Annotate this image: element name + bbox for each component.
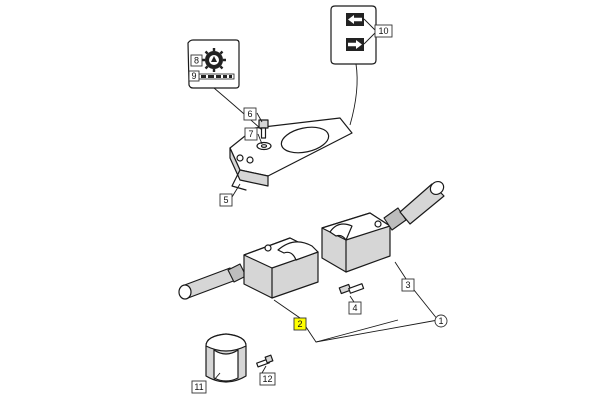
svg-text:11: 11 [194,382,203,392]
callout-11: 11 [191,380,207,394]
callout-10: 10 [374,24,393,38]
callout-6: 6 [243,107,257,121]
callout-3: 3 [401,278,415,292]
decal-panel-right [330,5,377,65]
clamp-part-11 [205,333,247,383]
control-housing-left [178,237,319,300]
bolt-and-washer [256,119,272,151]
screw-part-12 [256,354,274,368]
svg-text:12: 12 [262,374,272,384]
svg-text:4: 4 [352,303,357,313]
arrow-left-icon [348,15,362,24]
gear-warning-icon [202,48,226,72]
svg-text:5: 5 [223,195,228,205]
callout-9: 9 [188,70,200,82]
callout-12: 12 [259,372,276,386]
svg-text:6: 6 [247,109,252,119]
svg-text:8: 8 [194,56,199,66]
callout-1: 1 [434,314,448,328]
callout-7: 7 [244,127,258,141]
callout-4: 4 [348,301,362,315]
svg-text:1: 1 [438,316,443,326]
svg-text:7: 7 [248,129,253,139]
callout-8: 8 [190,54,203,67]
control-housing-right [321,180,445,273]
callout-5: 5 [219,193,233,207]
arrow-right-icon [348,40,362,49]
screw-part-4 [338,283,365,295]
svg-text:3: 3 [405,280,410,290]
operation-strip-icon [198,73,235,80]
svg-text:2: 2 [297,319,302,329]
mounting-bracket [229,117,353,191]
callout-2-highlighted: 2 [293,317,307,331]
decal-panel-left [187,39,240,89]
svg-text:9: 9 [191,71,196,81]
svg-text:10: 10 [378,26,388,36]
